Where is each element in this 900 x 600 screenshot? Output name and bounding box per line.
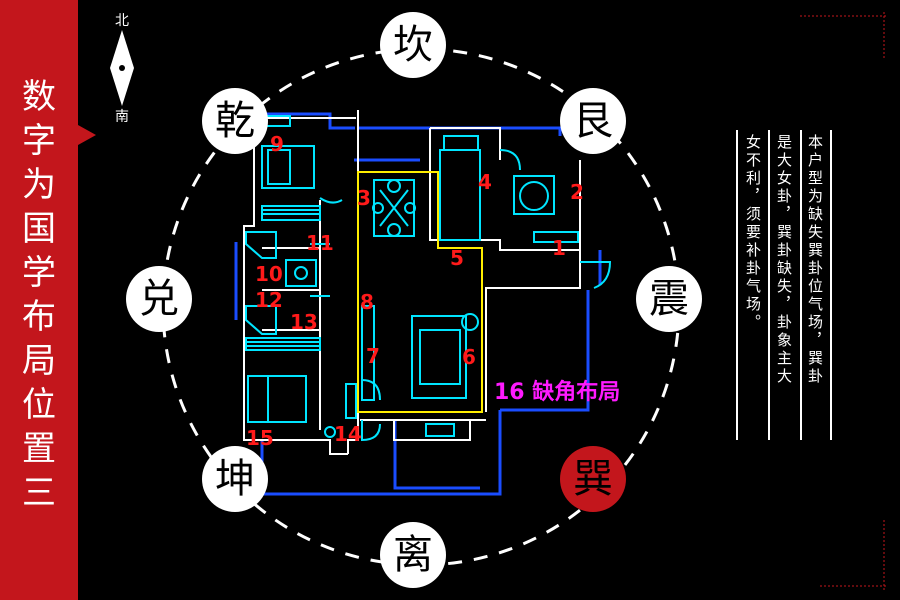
title-char: 局 — [22, 341, 56, 381]
bagua-qian: 乾 — [202, 88, 268, 154]
bagua-kan: 坎 — [380, 12, 446, 78]
room-number: 15 — [246, 426, 274, 450]
explanation-textbox: 本户型为缺失巽卦位气场，巽卦 是大女卦，巽卦缺失，卦象主大 女不利，须要补卦气场… — [736, 130, 832, 440]
title-char: 国 — [22, 209, 56, 249]
room-number: 13 — [290, 310, 318, 334]
compass-north-label: 北 — [115, 13, 129, 29]
room-number: 7 — [366, 344, 380, 368]
column-divider — [800, 130, 802, 440]
compass-south-label: 南 — [115, 109, 129, 125]
room-number: 11 — [306, 231, 334, 255]
room-number: 8 — [360, 290, 374, 314]
title-char: 布 — [22, 297, 56, 337]
title-char: 学 — [22, 253, 56, 293]
room-number: 10 — [255, 262, 283, 286]
room-number: 12 — [255, 288, 283, 312]
room-number: 1 — [552, 236, 566, 260]
bagua-li: 离 — [380, 522, 446, 588]
bagua-dui: 兑 — [126, 266, 192, 332]
room-number: 5 — [450, 246, 464, 270]
bagua-gen: 艮 — [560, 88, 626, 154]
sidebar-title: 数 字 为 国 学 布 局 位 置 三 — [0, 75, 78, 515]
sidebar-pointer — [78, 125, 96, 145]
title-char: 置 — [22, 429, 56, 469]
title-char: 为 — [22, 165, 56, 205]
missing-corner-label: 16 缺角布局 — [494, 380, 621, 405]
bagua-xun: 巽 — [560, 446, 626, 512]
title-char: 字 — [22, 121, 56, 161]
explanation-column: 女不利，须要补卦气场。 — [744, 134, 762, 332]
room-number: 14 — [334, 422, 362, 446]
corner-decoration — [800, 12, 888, 590]
room-number: 3 — [357, 186, 371, 210]
title-char: 数 — [22, 77, 56, 117]
room-number: 2 — [570, 180, 584, 204]
compass-needle-icon — [110, 30, 134, 106]
column-divider — [768, 130, 770, 440]
room-number: 4 — [478, 170, 492, 194]
sidebar — [0, 0, 78, 600]
explanation-column: 是大女卦，巽卦缺失，卦象主大 — [775, 134, 793, 386]
bagua-zhen: 震 — [636, 266, 702, 332]
explanation-column: 本户型为缺失巽卦位气场，巽卦 — [806, 134, 824, 386]
room-number: 9 — [270, 132, 284, 156]
column-divider — [736, 130, 738, 440]
column-divider — [830, 130, 832, 440]
title-char: 三 — [22, 473, 56, 513]
title-char: 位 — [22, 385, 56, 425]
bagua-kun: 坤 — [202, 446, 268, 512]
compass: 北 南 — [104, 10, 140, 125]
room-number: 6 — [462, 345, 476, 369]
